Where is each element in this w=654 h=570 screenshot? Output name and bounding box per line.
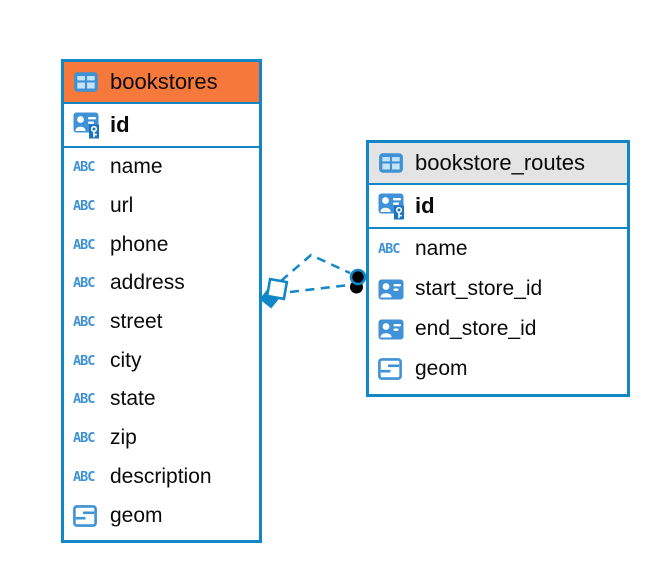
column-name: phone: [110, 232, 169, 256]
entity-bookstore-routes[interactable]: bookstore_routes id ABC: [366, 140, 630, 397]
relationship-line-lower[interactable]: [289, 283, 350, 294]
table-icon: [378, 152, 406, 174]
column-row-start-store-id[interactable]: start_store_id: [369, 269, 627, 309]
text-type-icon: ABC: [73, 159, 95, 176]
column-name: geom: [110, 503, 163, 527]
column-row-id[interactable]: id: [64, 104, 259, 148]
entity-title: bookstores: [110, 69, 218, 94]
column-row-geom[interactable]: geom: [64, 496, 259, 535]
column-row-phone[interactable]: ABC phone: [64, 225, 259, 264]
column-name: street: [110, 310, 163, 334]
column-row-geom[interactable]: geom: [369, 349, 627, 389]
text-type-icon: ABC: [73, 275, 95, 292]
column-name: url: [110, 194, 134, 218]
text-type-icon: ABC: [73, 391, 95, 408]
circle-marker-front: [349, 268, 367, 286]
column-name: end_store_id: [415, 317, 537, 340]
column-list: ABC name start_store_id: [369, 229, 627, 389]
text-type-icon: ABC: [73, 430, 95, 447]
text-type-icon: ABC: [73, 236, 95, 253]
column-list: ABC name ABC url ABC phone ABC address A…: [64, 148, 259, 535]
column-name: zip: [110, 426, 137, 450]
diamond-marker-back: [259, 287, 281, 309]
geometry-type-icon: [378, 358, 406, 380]
text-type-icon: ABC: [378, 241, 400, 257]
entity-bookstores-header[interactable]: bookstores: [64, 62, 259, 104]
text-type-icon: ABC: [73, 468, 95, 485]
text-type-icon: ABC: [73, 314, 95, 331]
column-row-zip[interactable]: ABC zip: [64, 419, 259, 458]
circle-marker-back: [350, 280, 363, 294]
column-row-state[interactable]: ABC state: [64, 380, 259, 419]
column-name: address: [110, 271, 185, 295]
column-row-address[interactable]: ABC address: [64, 264, 259, 303]
column-row-end-store-id[interactable]: end_store_id: [369, 309, 627, 349]
column-row-description[interactable]: ABC description: [64, 458, 259, 497]
entity-bookstores[interactable]: bookstores id ABC: [61, 59, 262, 543]
column-name: name: [415, 237, 468, 260]
column-name: geom: [415, 357, 468, 380]
primary-key-icon: [378, 193, 406, 220]
column-name: start_store_id: [415, 277, 543, 300]
column-name: name: [110, 155, 163, 179]
geometry-type-icon: [73, 504, 101, 527]
column-row-city[interactable]: ABC city: [64, 341, 259, 380]
column-name: id: [415, 193, 435, 218]
text-type-icon: ABC: [73, 352, 95, 369]
entity-bookstore-routes-header[interactable]: bookstore_routes: [369, 143, 627, 185]
column-row-url[interactable]: ABC url: [64, 187, 259, 226]
entity-title: bookstore_routes: [415, 150, 585, 175]
column-row-name[interactable]: ABC name: [64, 148, 259, 187]
column-name: id: [110, 112, 130, 137]
table-icon: [73, 71, 101, 93]
reference-type-icon: [378, 319, 406, 340]
column-row-id[interactable]: id: [369, 185, 627, 229]
diamond-marker-front: [265, 277, 289, 301]
column-name: city: [110, 348, 142, 372]
column-name: description: [110, 464, 212, 488]
text-type-icon: ABC: [73, 198, 95, 215]
reference-type-icon: [378, 279, 406, 300]
column-row-name[interactable]: ABC name: [369, 229, 627, 269]
column-row-street[interactable]: ABC street: [64, 303, 259, 342]
column-name: state: [110, 387, 156, 411]
primary-key-icon: [73, 112, 101, 139]
relationship-line-upper[interactable]: [280, 253, 351, 282]
